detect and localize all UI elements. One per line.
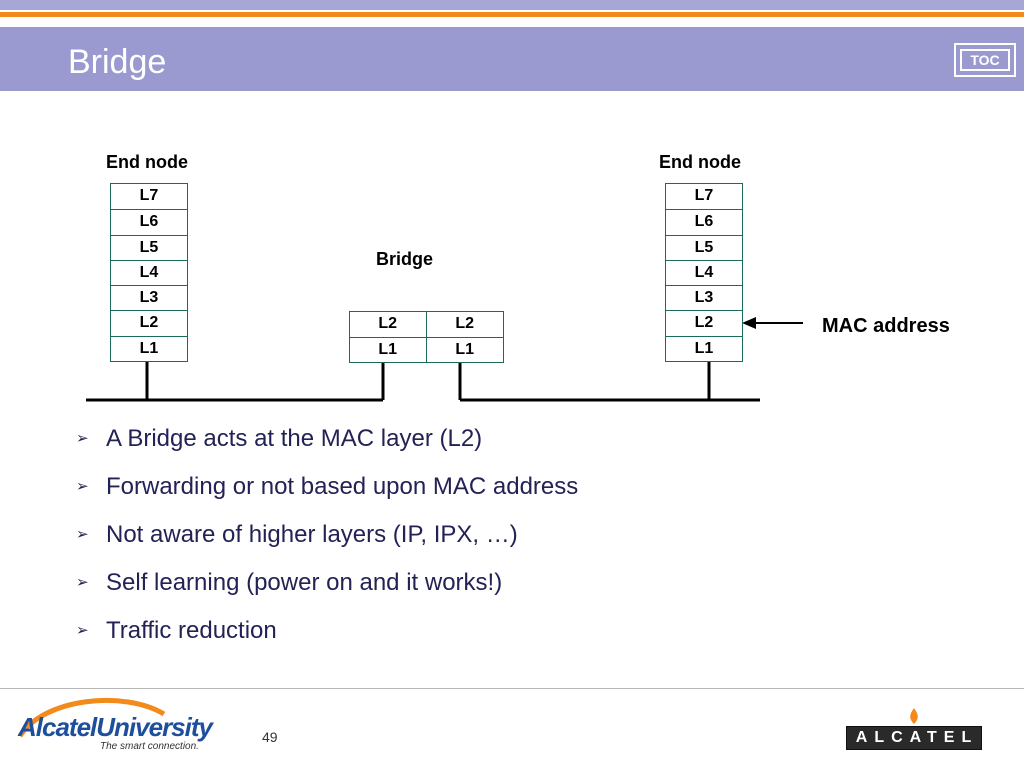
layer-cell: L4 [666,259,742,285]
top-stripe [0,0,1024,10]
layer-cell: L2 [666,310,742,335]
arrow-bullet-icon: ➢ [76,478,89,495]
layer-cell: L1 [666,335,742,361]
layer-cell: L7 [694,187,714,204]
page-title: Bridge [68,43,167,81]
mac-address-label: MAC address [822,315,950,337]
right-layer-stack: L7 L6 L5 L4 L3 L2 L1 [665,183,743,363]
end-node-left-label: End node [106,152,188,172]
layer-cell: L6 [111,209,187,234]
layer-cell: L1 [111,335,187,361]
bridge-cell: L2 [455,315,475,332]
brand-wordmark: ALCATEL [855,729,979,746]
layer-cell: L6 [666,209,742,234]
left-layer-stack: L7 L6 L5 L4 L3 L2 L1 [110,183,188,363]
network-diagram [86,317,803,402]
arrow-bullet-icon: ➢ [76,574,89,591]
title-bar [0,27,1024,91]
alcatel-brand-logo: ALCATEL [846,706,982,750]
accent-stripe [0,12,1024,17]
alcatel-university-logo: AlcatelUniversity [18,712,213,742]
layer-cell: L7 [139,187,159,204]
bridge-cell: L1 [350,337,427,362]
arrow-bullet-icon: ➢ [76,622,89,639]
toc-button[interactable]: TOC [954,43,1016,77]
layer-cell: L4 [111,259,187,285]
page-number: 49 [262,729,278,745]
layer-cell: L3 [666,285,742,310]
layer-cell: L3 [111,285,187,310]
bridge-cell: L2 [350,312,427,337]
layer-cell: L2 [111,310,187,335]
bridge-layer-stack: L2 L2 L1 L1 [349,311,504,363]
logo-tagline: The smart connection. [100,741,199,752]
end-node-right-label: End node [659,152,741,172]
arrow-bullet-icon: ➢ [76,526,89,543]
footer-divider [0,688,1024,689]
alcatel-university-swoosh-icon [17,697,166,738]
arrow-bullet-icon: ➢ [76,430,89,447]
layer-cell: L5 [666,234,742,260]
alcatel-flame-icon [910,708,918,724]
bridge-cell: L1 [426,337,503,362]
bridge-label: Bridge [376,249,434,269]
layer-cell: L5 [111,234,187,260]
toc-label: TOC [960,49,1010,71]
mac-arrow-head [742,317,756,329]
brand-box [846,726,982,750]
